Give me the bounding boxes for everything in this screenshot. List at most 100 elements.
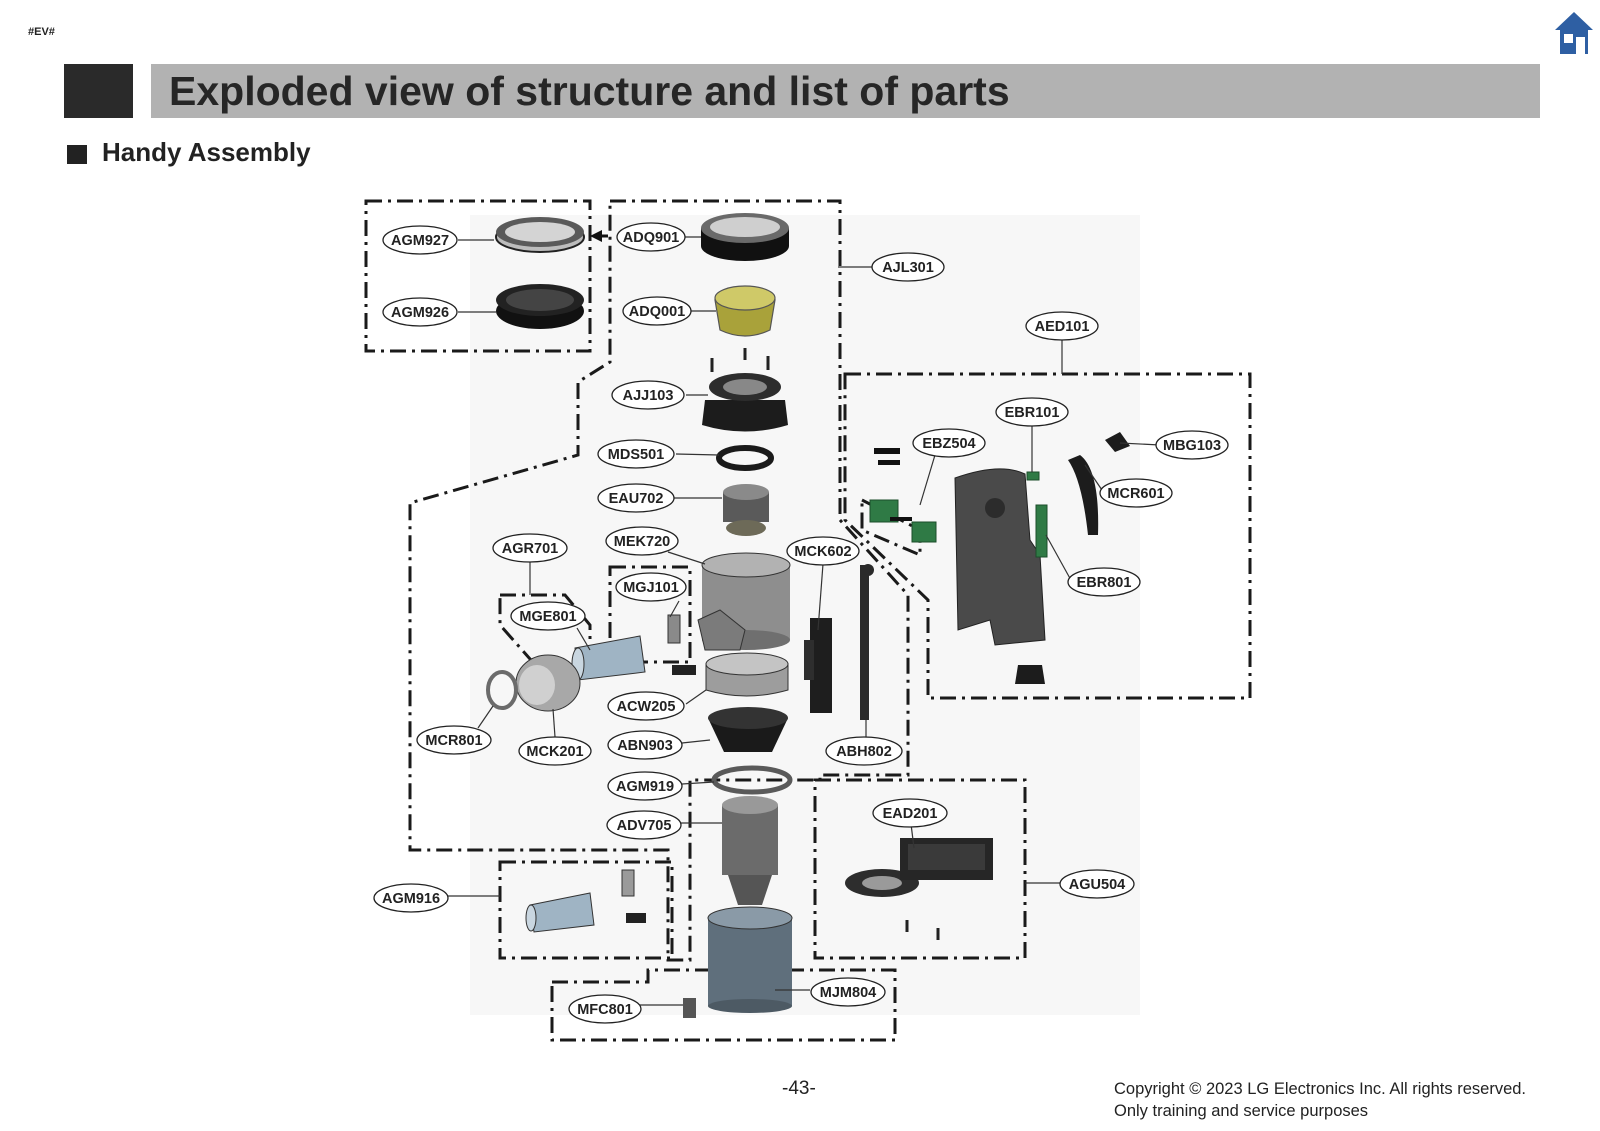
part-aed101-handle xyxy=(954,432,1130,684)
svg-text:ADQ901: ADQ901 xyxy=(623,230,679,246)
part-label-agu504[interactable]: AGU504 xyxy=(1059,869,1135,899)
part-label-aed101[interactable]: AED101 xyxy=(1025,311,1099,341)
part-abn903-seal xyxy=(708,707,788,752)
part-label-agm916[interactable]: AGM916 xyxy=(373,883,449,913)
part-mds501-ring xyxy=(716,445,774,471)
document-tag: #EV# xyxy=(28,26,55,38)
svg-text:MGE801: MGE801 xyxy=(519,609,576,625)
part-label-mck201[interactable]: MCK201 xyxy=(518,736,592,766)
part-label-agm926[interactable]: AGM926 xyxy=(382,297,458,327)
svg-text:AJJ103: AJJ103 xyxy=(623,388,674,404)
part-label-ebr801[interactable]: EBR801 xyxy=(1067,567,1141,597)
copyright-line: Copyright © 2023 LG Electronics Inc. All… xyxy=(1114,1080,1527,1098)
part-agm916-nozzle xyxy=(525,869,646,933)
part-label-acw205[interactable]: ACW205 xyxy=(607,691,685,721)
svg-text:ABH802: ABH802 xyxy=(836,744,892,760)
svg-text:EAD201: EAD201 xyxy=(883,806,938,822)
svg-text:ACW205: ACW205 xyxy=(617,699,676,715)
svg-text:AJL301: AJL301 xyxy=(882,260,934,276)
svg-text:MDS501: MDS501 xyxy=(608,447,664,463)
part-agm926-sponge xyxy=(496,284,584,329)
part-label-mek720[interactable]: MEK720 xyxy=(605,526,679,556)
part-adq901-filter xyxy=(701,213,789,261)
part-label-mbg103[interactable]: MBG103 xyxy=(1155,430,1229,460)
part-mck602-bracket xyxy=(804,618,832,713)
group-agu504 xyxy=(813,778,1027,960)
svg-text:AGM927: AGM927 xyxy=(391,233,449,249)
part-label-mge801[interactable]: MGE801 xyxy=(510,601,586,631)
group-mfc801 xyxy=(550,968,897,1042)
svg-text:MCR801: MCR801 xyxy=(425,733,482,749)
leader-lines xyxy=(448,236,1161,1006)
part-label-abn903[interactable]: ABN903 xyxy=(607,730,683,760)
part-label-ajj103[interactable]: AJJ103 xyxy=(611,380,685,410)
svg-text:MCK602: MCK602 xyxy=(794,544,851,560)
part-agm927-filter xyxy=(495,217,585,253)
part-acw205-ring xyxy=(705,652,789,697)
part-label-adq901[interactable]: ADQ901 xyxy=(616,222,686,252)
svg-text:ADQ001: ADQ001 xyxy=(629,304,685,320)
part-label-ajl301[interactable]: AJL301 xyxy=(871,252,945,282)
home-icon[interactable] xyxy=(1553,10,1595,56)
part-label-mjm804[interactable]: MJM804 xyxy=(810,977,886,1007)
svg-text:MCR601: MCR601 xyxy=(1107,486,1164,502)
svg-text:AGR701: AGR701 xyxy=(502,541,558,557)
part-screws-top xyxy=(710,348,770,372)
part-adq001-cyclone xyxy=(714,285,776,337)
part-ebz504-pcb xyxy=(869,471,1048,558)
part-ajj103-housing xyxy=(702,373,788,432)
svg-text:MBG103: MBG103 xyxy=(1163,438,1221,454)
svg-text:EBR101: EBR101 xyxy=(1005,405,1060,421)
part-mck201-cover xyxy=(515,654,581,712)
part-mcr801-ring xyxy=(486,670,518,710)
part-label-mcr801[interactable]: MCR801 xyxy=(416,725,492,755)
part-label-adv705[interactable]: ADV705 xyxy=(606,810,682,840)
part-mjm804-bin xyxy=(707,906,793,1013)
part-mek720-body xyxy=(697,552,791,651)
svg-text:ADV705: ADV705 xyxy=(617,818,672,834)
part-label-adq001[interactable]: ADQ001 xyxy=(622,296,692,326)
part-mgj101-latch xyxy=(667,614,681,644)
part-label-agm919[interactable]: AGM919 xyxy=(607,771,683,801)
part-abh802-handle xyxy=(860,564,874,720)
group-agm916 xyxy=(498,860,674,960)
part-eau702-motor xyxy=(723,484,769,536)
copyright-notice: Copyright © 2023 LG Electronics Inc. All… xyxy=(1114,1078,1526,1122)
part-label-mcr601[interactable]: MCR601 xyxy=(1099,478,1173,508)
section-title: Handy Assembly xyxy=(102,137,311,167)
part-label-eau702[interactable]: EAU702 xyxy=(597,483,675,513)
part-label-mck602[interactable]: MCK602 xyxy=(786,536,860,566)
part-label-agm927[interactable]: AGM927 xyxy=(382,225,458,255)
svg-text:AGM926: AGM926 xyxy=(391,305,449,321)
svg-text:AGM916: AGM916 xyxy=(382,891,440,907)
part-label-ebz504[interactable]: EBZ504 xyxy=(912,428,986,458)
part-label-mfc801[interactable]: MFC801 xyxy=(568,994,642,1024)
svg-text:EBZ504: EBZ504 xyxy=(922,436,975,452)
part-ebz504-small xyxy=(874,448,912,521)
part-label-mgj101[interactable]: MGJ101 xyxy=(615,572,687,602)
part-label-mds501[interactable]: MDS501 xyxy=(597,439,675,469)
svg-text:MFC801: MFC801 xyxy=(577,1002,633,1018)
svg-text:AGU504: AGU504 xyxy=(1069,877,1125,893)
group-mgj101 xyxy=(608,565,692,664)
title-bar: Exploded view of structure and list of p… xyxy=(151,64,1540,118)
section-bullet xyxy=(67,145,87,164)
svg-text:MJM804: MJM804 xyxy=(820,985,876,1001)
part-label-abh802[interactable]: ABH802 xyxy=(825,736,903,766)
part-label-ead201[interactable]: EAD201 xyxy=(872,798,948,828)
part-label-agr701[interactable]: AGR701 xyxy=(492,533,568,563)
part-mge801-nozzle xyxy=(571,635,696,681)
svg-text:AGM919: AGM919 xyxy=(616,779,674,795)
svg-text:EBR801: EBR801 xyxy=(1077,575,1132,591)
usage-note: Only training and service purposes xyxy=(1114,1102,1369,1120)
group-main-handy xyxy=(408,199,910,962)
part-agu504-base xyxy=(845,838,993,940)
page-title: Exploded view of structure and list of p… xyxy=(169,68,1010,114)
part-mfc801-clip xyxy=(683,998,696,1018)
svg-text:MCK201: MCK201 xyxy=(526,744,583,760)
group-outlines xyxy=(364,199,1252,1042)
svg-text:ABN903: ABN903 xyxy=(617,738,673,754)
part-agm919-ring xyxy=(711,765,793,795)
part-label-ebr101[interactable]: EBR101 xyxy=(995,397,1069,427)
part-adv705-cyclone xyxy=(722,796,778,905)
